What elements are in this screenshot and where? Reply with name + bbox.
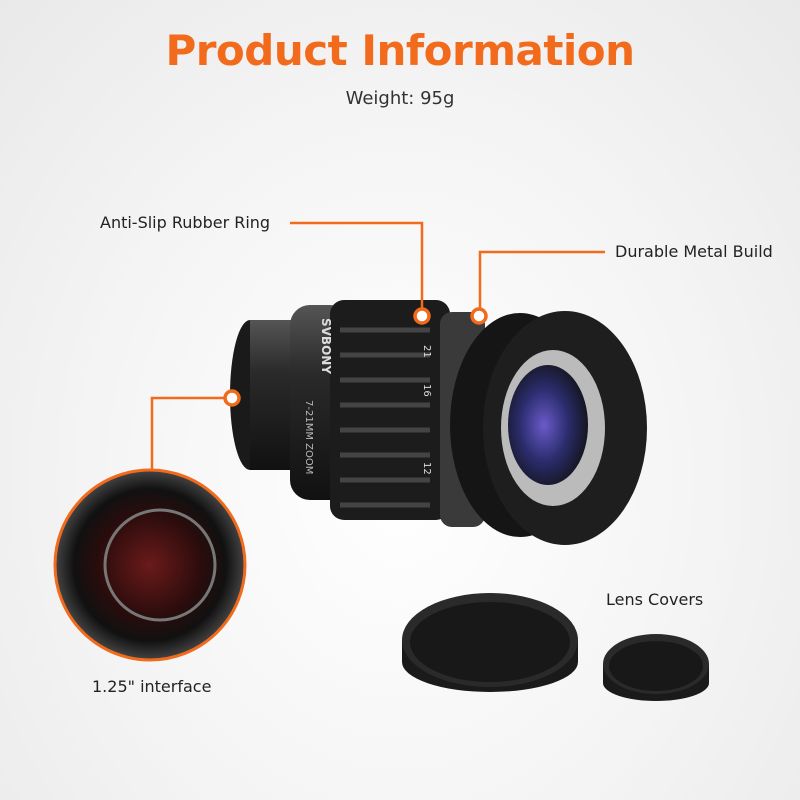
grip-ridges (340, 327, 430, 508)
zoom-mark-16: 16 (421, 384, 432, 397)
eyepiece: 21 16 12 SVBONY 7-21MM ZOOM (230, 300, 647, 545)
weight-text: Weight: 95g (345, 88, 455, 109)
rubber-ring-callout-dot (413, 307, 431, 325)
callout-lines (150, 221, 605, 470)
page-title: Product Information (165, 26, 635, 75)
interface-detail-inset (53, 468, 247, 662)
rubber-ring-label: Anti-Slip Rubber Ring (100, 213, 271, 232)
zoom-mark-21: 21 (421, 345, 432, 358)
interface-callout-dot (223, 389, 241, 407)
lens-covers (402, 593, 709, 701)
lens-covers-label: Lens Covers (606, 590, 704, 609)
metal-build-label: Durable Metal Build (615, 242, 773, 261)
zoom-mark-12: 12 (421, 462, 432, 475)
metal-build-callout-dot (470, 307, 488, 325)
interface-label: 1.25" interface (92, 677, 212, 696)
brand-marking: SVBONY (319, 318, 333, 374)
model-marking: 7-21MM ZOOM (303, 400, 314, 474)
